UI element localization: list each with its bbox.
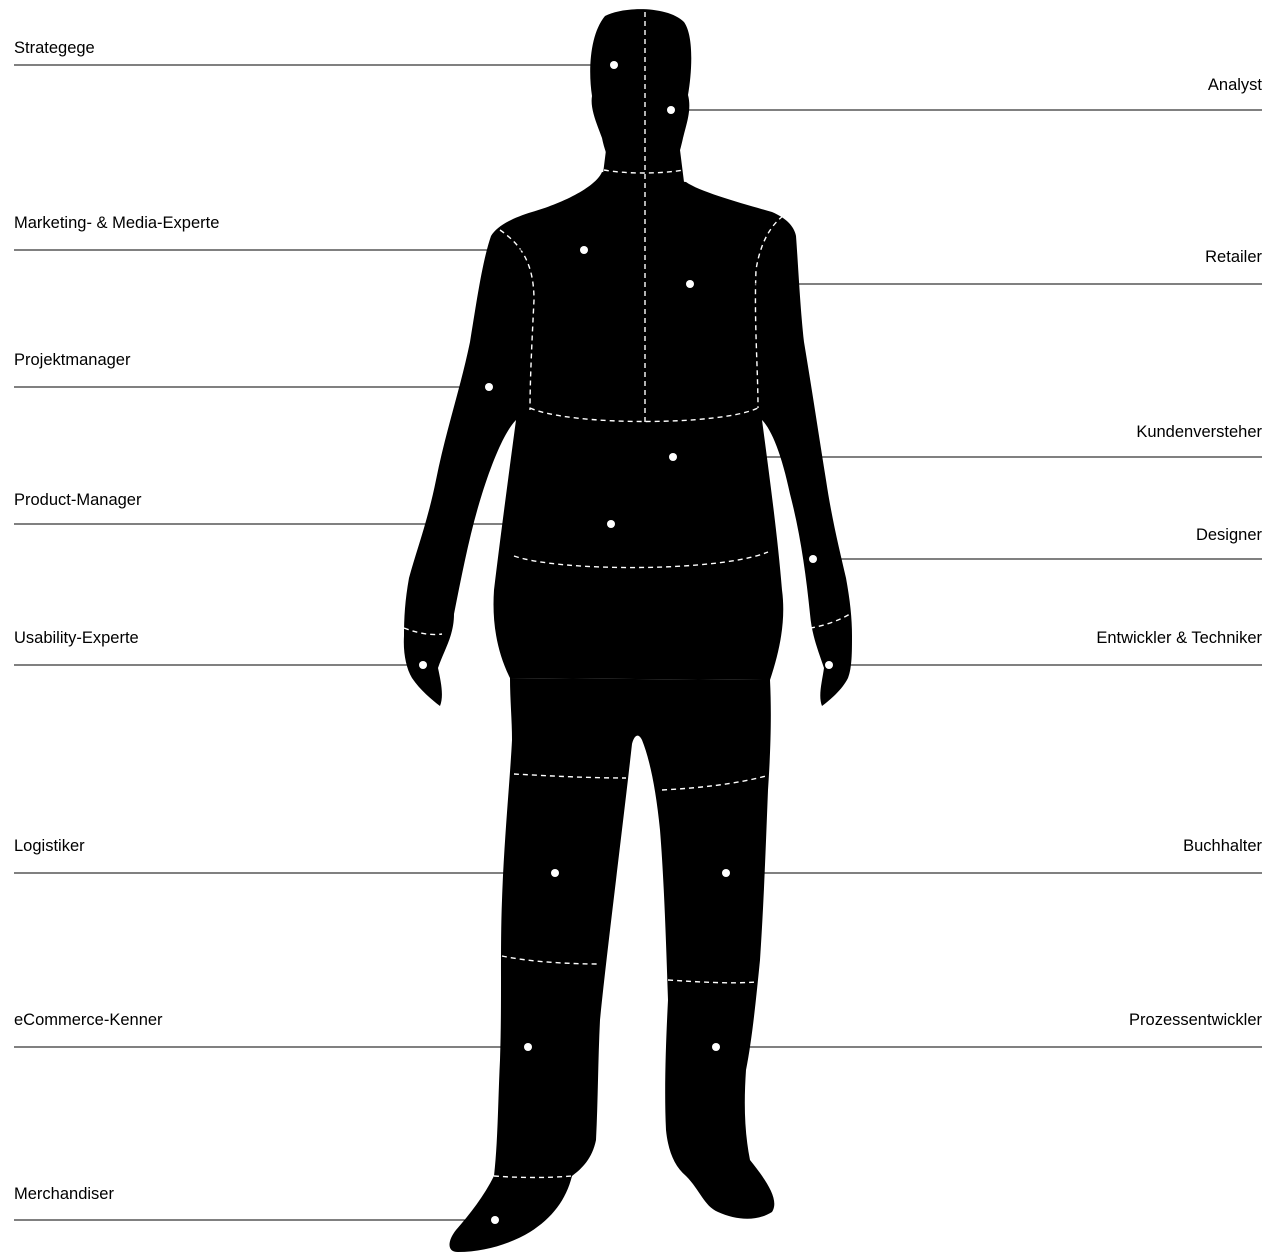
label-ecommerce: eCommerce-Kenner	[14, 1010, 163, 1030]
label-kundenversteher: Kundenversteher	[1136, 422, 1262, 442]
person-silhouette	[404, 9, 852, 1252]
marker-process	[712, 1043, 720, 1051]
marker-dev	[825, 661, 833, 669]
marker-designer	[809, 555, 817, 563]
marker-strategist	[610, 61, 618, 69]
label-marketing: Marketing- & Media-Experte	[14, 213, 219, 233]
marker-ecommerce	[524, 1043, 532, 1051]
marker-pm	[485, 383, 493, 391]
label-designer: Designer	[1196, 525, 1262, 545]
label-entwickler: Entwickler & Techniker	[1096, 628, 1262, 648]
marker-merch	[491, 1216, 499, 1224]
marker-analyst	[667, 106, 675, 114]
marker-product	[607, 520, 615, 528]
marker-retailer	[686, 280, 694, 288]
head-shape	[590, 9, 691, 170]
label-usability: Usability-Experte	[14, 628, 139, 648]
marker-usability	[419, 661, 427, 669]
marker-accountant	[722, 869, 730, 877]
marker-logistics	[551, 869, 559, 877]
label-logistiker: Logistiker	[14, 836, 85, 856]
label-merchandiser: Merchandiser	[14, 1184, 114, 1204]
label-buchhalter: Buchhalter	[1183, 836, 1262, 856]
label-product-manager: Product-Manager	[14, 490, 141, 510]
legs-shape	[450, 678, 775, 1252]
marker-customer	[669, 453, 677, 461]
label-analyst: Analyst	[1208, 75, 1262, 95]
label-prozessentwickler: Prozessentwickler	[1129, 1010, 1262, 1030]
label-projektmanager: Projektmanager	[14, 350, 130, 370]
label-retailer: Retailer	[1205, 247, 1262, 267]
torso-shape	[404, 172, 852, 706]
label-strategist: Strategege	[14, 38, 95, 58]
marker-marketing	[580, 246, 588, 254]
